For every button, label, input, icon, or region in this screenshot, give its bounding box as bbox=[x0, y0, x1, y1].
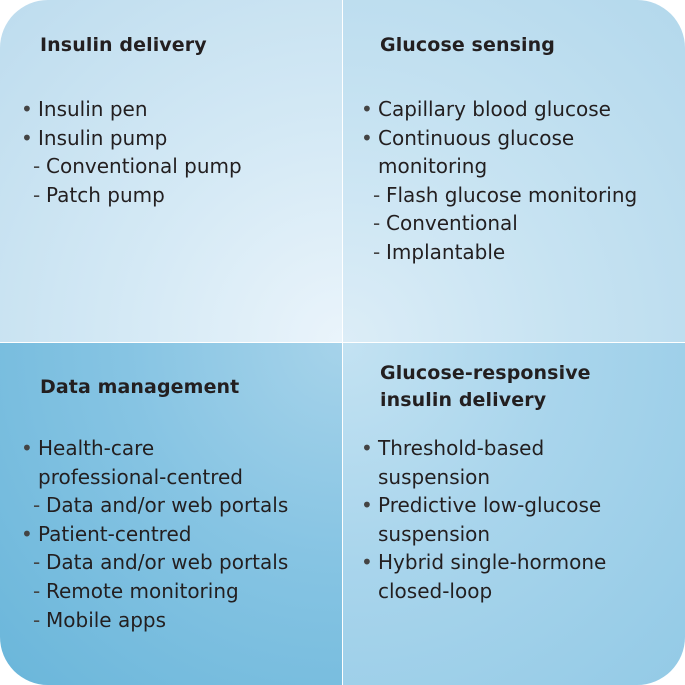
item-list: Insulin pen Insulin pump Conventional pu… bbox=[21, 95, 242, 209]
quadrant-glucose-sensing: Glucose sensing Capillary blood glucose … bbox=[343, 0, 685, 342]
list-subitem: Data and/or web portals bbox=[21, 548, 288, 577]
list-subitem: Conventional bbox=[361, 209, 637, 238]
list-item: Hybrid single-hormone bbox=[361, 548, 606, 577]
list-item: Continuous glucose bbox=[361, 124, 637, 153]
title-line: insulin delivery bbox=[380, 389, 547, 411]
item-list: Health-care professional-centred Data an… bbox=[21, 434, 288, 634]
list-subitem: Patch pump bbox=[21, 181, 242, 210]
list-item: Capillary blood glucose bbox=[361, 95, 637, 124]
list-item-continuation: suspension bbox=[378, 464, 491, 489]
list-item: Predictive low-glucose bbox=[361, 491, 606, 520]
list-item: Patient-centred bbox=[21, 520, 288, 549]
quadrant-glucose-responsive-insulin-delivery: Glucose-responsive insulin delivery Thre… bbox=[343, 343, 685, 685]
list-item-continuation: closed-loop bbox=[378, 578, 493, 603]
quadrant-data-management: Data management Health-care professional… bbox=[0, 343, 342, 685]
list-item-continuation: professional-centred bbox=[38, 464, 243, 489]
item-list: Threshold-based suspension Predictive lo… bbox=[361, 434, 606, 606]
list-subitem: Remote monitoring bbox=[21, 577, 288, 606]
list-item-continuation: monitoring bbox=[378, 154, 488, 179]
list-item: Insulin pen bbox=[21, 95, 242, 124]
quadrant-title: Glucose-responsive insulin delivery bbox=[380, 360, 591, 414]
title-line: Glucose-responsive bbox=[380, 362, 591, 384]
quadrant-insulin-delivery: Insulin delivery Insulin pen Insulin pum… bbox=[0, 0, 342, 342]
quadrant-title: Insulin delivery bbox=[40, 34, 207, 56]
list-subitem: Mobile apps bbox=[21, 606, 288, 635]
list-subitem: Data and/or web portals bbox=[21, 491, 288, 520]
list-subitem: Conventional pump bbox=[21, 152, 242, 181]
list-item: Insulin pump bbox=[21, 124, 242, 153]
list-subitem: Implantable bbox=[361, 238, 637, 267]
list-subitem: Flash glucose monitoring bbox=[361, 181, 637, 210]
list-item: Health-care bbox=[21, 434, 288, 463]
item-list: Capillary blood glucose Continuous gluco… bbox=[361, 95, 637, 267]
quadrant-title: Data management bbox=[40, 376, 240, 398]
list-item-continuation: suspension bbox=[378, 521, 491, 546]
quadrant-title: Glucose sensing bbox=[380, 34, 555, 56]
list-item: Threshold-based bbox=[361, 434, 606, 463]
